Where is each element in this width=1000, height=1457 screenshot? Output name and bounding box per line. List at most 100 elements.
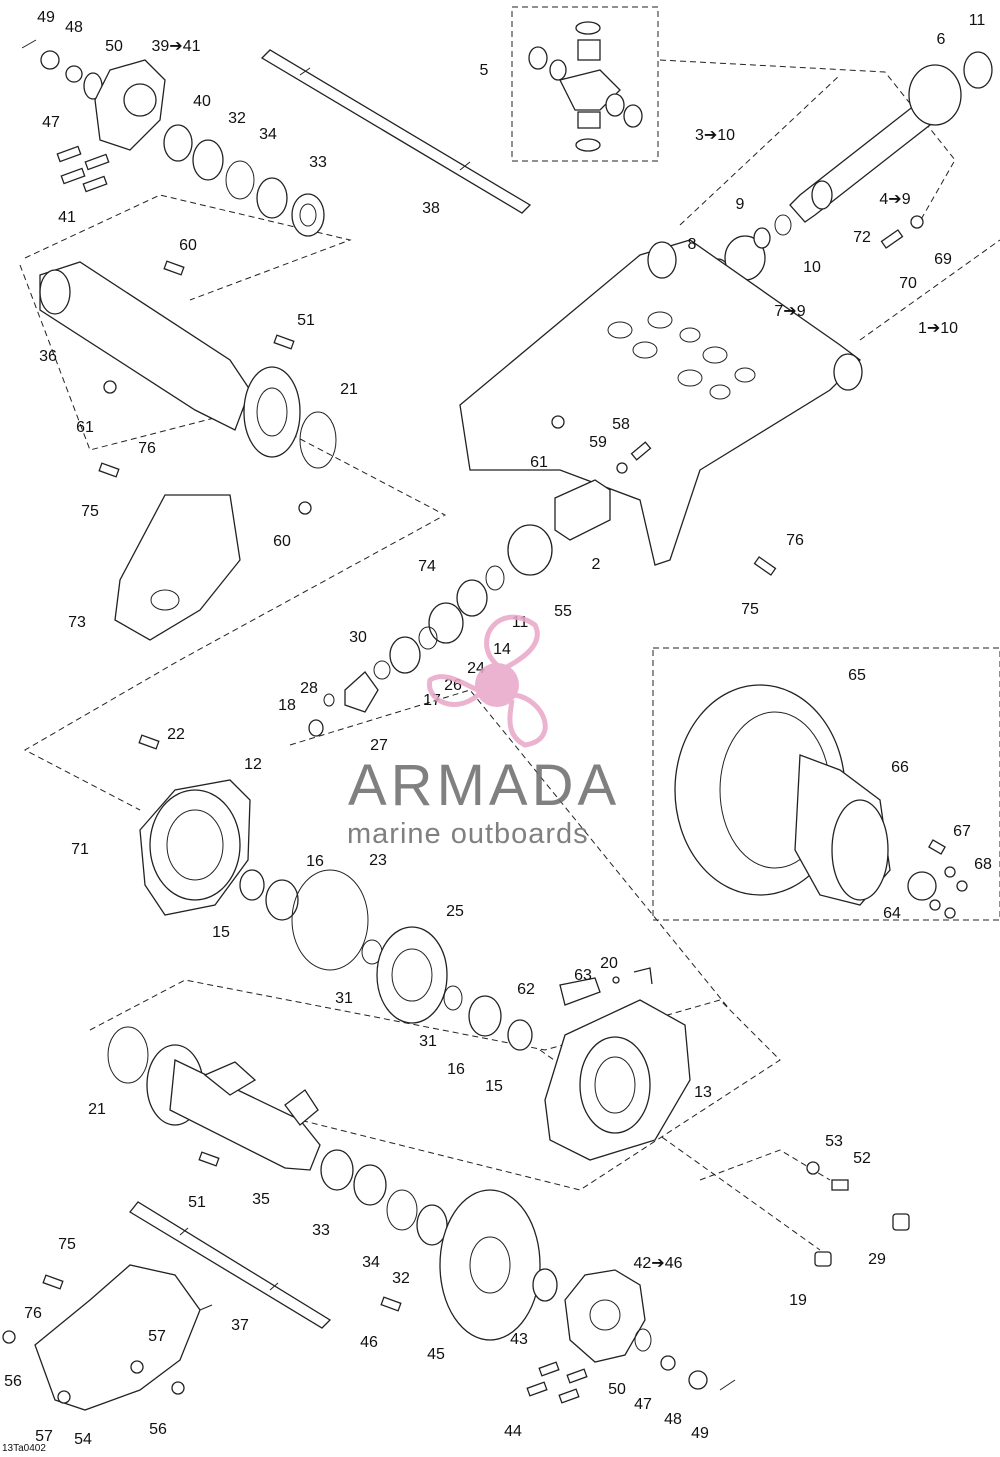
nut-61a bbox=[103, 380, 117, 394]
bolt-75b bbox=[753, 556, 777, 576]
pinion-27 bbox=[344, 671, 379, 713]
callout-c72: 72 bbox=[853, 229, 871, 246]
stud-44a bbox=[538, 1361, 560, 1377]
bearing-16b bbox=[468, 995, 502, 1037]
nut-48b bbox=[688, 1370, 708, 1390]
callout-c60a: 60 bbox=[179, 237, 197, 254]
upper-left-group-outline bbox=[24, 194, 352, 301]
callout-c53: 53 bbox=[825, 1133, 843, 1150]
bolt-51a bbox=[273, 334, 295, 350]
nut-68d bbox=[944, 907, 956, 919]
o-ring-10 bbox=[774, 214, 792, 236]
bearing-16a bbox=[265, 879, 299, 921]
axle-shaft-38 bbox=[260, 49, 532, 214]
bearing-33b bbox=[291, 193, 325, 237]
callout-c73: 73 bbox=[68, 614, 86, 631]
o-ring-50b bbox=[634, 1328, 652, 1352]
stud-44b bbox=[566, 1368, 588, 1384]
housing-12 bbox=[138, 734, 533, 1051]
callout-c19: 19 bbox=[789, 1292, 807, 1309]
bolt-60a bbox=[163, 260, 185, 276]
bearing-33a bbox=[256, 177, 288, 219]
callout-c59: 59 bbox=[589, 434, 607, 451]
propeller-logo bbox=[427, 614, 548, 748]
plug-29 bbox=[892, 1213, 910, 1231]
callout-c71: 71 bbox=[71, 841, 89, 858]
callout-c18: 18 bbox=[278, 697, 296, 714]
callout-c21a: 21 bbox=[340, 381, 358, 398]
stud-67 bbox=[928, 839, 946, 855]
callout-c67: 67 bbox=[953, 823, 971, 840]
callout-c8: 8 bbox=[688, 236, 697, 253]
callout-c45: 45 bbox=[427, 1346, 445, 1363]
callout-c37: 37 bbox=[231, 1317, 249, 1334]
flange-36 bbox=[243, 366, 301, 458]
callout-c63: 63 bbox=[574, 967, 592, 984]
callout-c75b: 75 bbox=[741, 601, 759, 618]
plug-19 bbox=[814, 1251, 832, 1267]
callout-c64: 64 bbox=[883, 905, 901, 922]
callout-c110: 1➔10 bbox=[918, 320, 958, 337]
u-joint-kit-5 bbox=[528, 21, 643, 152]
cap-11 bbox=[963, 51, 993, 89]
callout-c25: 25 bbox=[446, 903, 464, 920]
nut-68b bbox=[956, 880, 968, 892]
callout-c36: 36 bbox=[39, 348, 57, 365]
callout-c74: 74 bbox=[418, 558, 436, 575]
o-ring-23 bbox=[291, 869, 369, 971]
callout-c62: 62 bbox=[517, 981, 535, 998]
bolt-58 bbox=[630, 441, 652, 461]
brake-hub-group bbox=[380, 1189, 736, 1404]
callout-c11a: 11 bbox=[969, 12, 986, 29]
callout-c50a: 50 bbox=[105, 38, 123, 55]
callout-c32b: 32 bbox=[392, 1270, 410, 1287]
leader-19 bbox=[539, 1049, 821, 1251]
bolt-75c bbox=[42, 1274, 64, 1290]
cotter-pin-49b bbox=[719, 1379, 736, 1391]
callout-c70: 70 bbox=[899, 275, 917, 292]
callout-c14: 14 bbox=[493, 641, 511, 658]
seal-43 bbox=[532, 1268, 558, 1302]
callout-c33b: 33 bbox=[312, 1222, 330, 1239]
callout-c31b: 31 bbox=[419, 1033, 437, 1050]
swing-arm-frame-1 bbox=[459, 239, 863, 576]
o-ring-21b bbox=[107, 1026, 149, 1084]
callout-c76a: 76 bbox=[138, 440, 156, 457]
callout-c68: 68 bbox=[974, 856, 992, 873]
bolt-52 bbox=[831, 1179, 849, 1191]
bracket-73 bbox=[114, 494, 241, 641]
watermark-brand: ARMADA bbox=[348, 753, 620, 818]
callout-c13: 13 bbox=[694, 1084, 712, 1101]
callout-c76b: 76 bbox=[786, 532, 804, 549]
nut-57b bbox=[57, 1390, 71, 1404]
bolt-56b bbox=[171, 1381, 185, 1395]
callout-c12: 12 bbox=[244, 756, 262, 773]
callout-c75c: 75 bbox=[58, 1236, 76, 1253]
callout-c56a: 56 bbox=[4, 1373, 22, 1390]
ring-11b bbox=[485, 565, 505, 591]
callout-c52: 52 bbox=[853, 1150, 871, 1167]
callout-c79: 7➔9 bbox=[774, 303, 805, 320]
callout-c51b: 51 bbox=[188, 1194, 206, 1211]
washer-59 bbox=[616, 462, 628, 474]
vent-20 bbox=[633, 967, 653, 985]
middle-gear-stack bbox=[308, 479, 611, 737]
callout-c33a: 33 bbox=[309, 154, 327, 171]
callout-c10: 10 bbox=[803, 259, 821, 276]
callout-c55: 55 bbox=[554, 603, 572, 620]
callout-c51a: 51 bbox=[297, 312, 315, 329]
callout-c16a: 16 bbox=[306, 853, 324, 870]
callout-c47a: 47 bbox=[42, 114, 60, 131]
callout-c49b: 4➔9 bbox=[879, 191, 910, 208]
bolt-51b bbox=[198, 1151, 220, 1167]
stud-41 bbox=[56, 145, 82, 163]
bolt-70 bbox=[880, 229, 904, 249]
callout-c22: 22 bbox=[167, 726, 185, 743]
callout-c69: 69 bbox=[934, 251, 952, 268]
washer-69 bbox=[910, 215, 924, 229]
yoke-6 bbox=[908, 64, 962, 126]
callout-c61b: 61 bbox=[530, 454, 548, 471]
callout-c54: 54 bbox=[74, 1431, 92, 1448]
